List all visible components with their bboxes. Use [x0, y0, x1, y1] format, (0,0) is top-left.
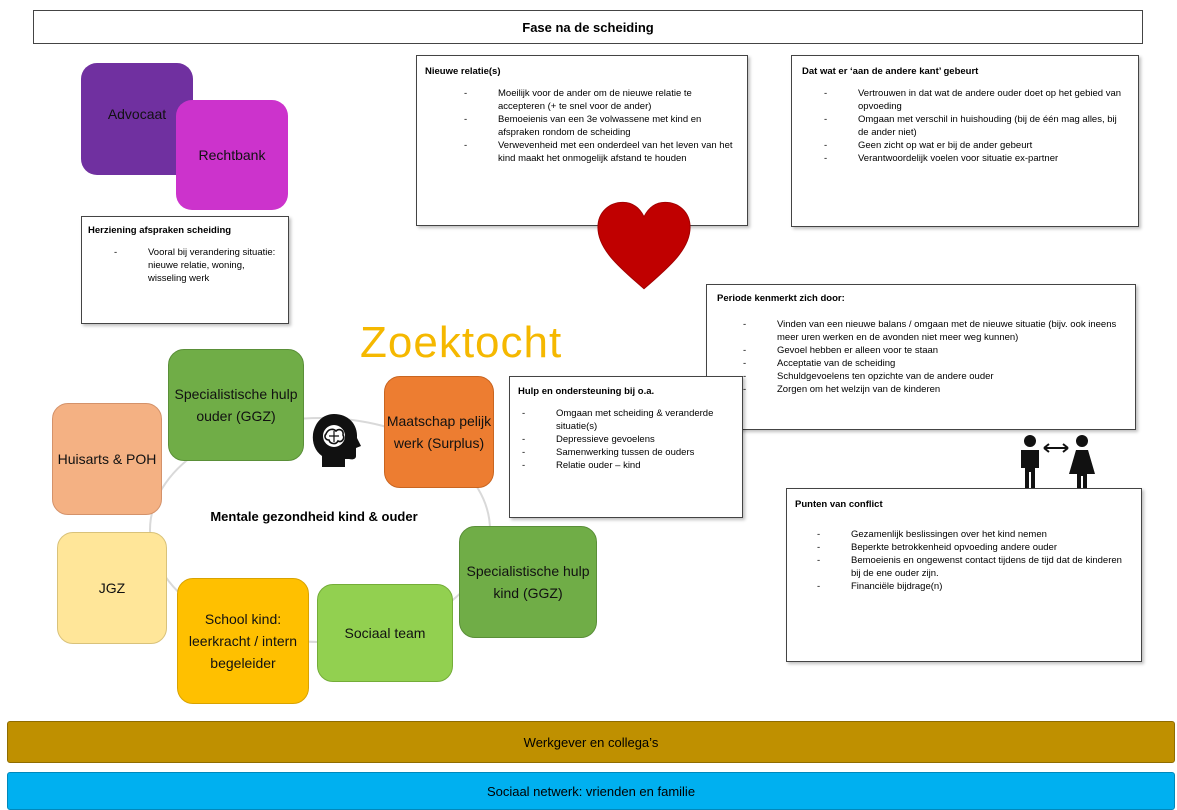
tile-sociaal-team: Sociaal team [317, 584, 453, 682]
heart-icon [597, 201, 691, 290]
nieuwe-relatie-item: Bemoeienis van een 3e volwassene met kin… [464, 113, 739, 139]
hulp-title: Hulp en ondersteuning bij o.a. [518, 386, 655, 397]
zoektocht-title: Zoektocht [360, 318, 563, 367]
werkgever-label: Werkgever en collega’s [523, 734, 659, 750]
tile-huisarts-label: Huisarts & POH [57, 451, 157, 467]
header-box: Fase na de scheiding [33, 10, 1143, 44]
conflict-item: Bemoeienis en ongewenst contact tijdens … [817, 554, 1133, 580]
tile-school: School kind: leerkracht / intern begelei… [177, 578, 309, 704]
tile-advocaat: Advocaat [81, 63, 193, 175]
werkgever-bar: Werkgever en collega’s [7, 721, 1175, 763]
andere-kant-item: Omgaan met verschil in huishouding (bij … [824, 113, 1128, 139]
andere-kant-box: Dat wat er ‘aan de andere kant’ gebeurt … [791, 55, 1139, 227]
tile-maatschappelijk: Maatschap pelijk werk (Surplus) [384, 376, 494, 488]
tile-rechtbank-label: Rechtbank [198, 147, 266, 163]
conflict-item: Beperkte betrokkenheid opvoeding andere … [817, 541, 1133, 554]
periode-item: Gevoel hebben er alleen voor te staan [743, 344, 1125, 357]
nieuwe-relatie-item: Verwevenheid met een onderdeel van het l… [464, 139, 739, 165]
andere-kant-title: Dat wat er ‘aan de andere kant’ gebeurt [802, 66, 979, 77]
conflict-box: Punten van conflict Gezamenlijk beslissi… [786, 488, 1142, 662]
brain-head-icon [312, 414, 361, 467]
nieuwe-relatie-title: Nieuwe relatie(s) [425, 66, 501, 77]
periode-title: Periode kenmerkt zich door: [717, 293, 845, 304]
periode-item: Schuldgevoelens ten opzichte van de ande… [743, 370, 1125, 383]
sociaal-netwerk-bar: Sociaal netwerk: vrienden en familie [7, 772, 1175, 810]
herziening-box: Herziening afspraken scheiding Vooral bi… [81, 216, 289, 324]
andere-kant-item: Vertrouwen in dat wat de andere ouder do… [824, 87, 1128, 113]
tile-advocaat-label: Advocaat [107, 106, 167, 122]
conflict-item: Financiële bijdrage(n) [817, 580, 1133, 593]
hulp-item: Relatie ouder – kind [522, 459, 734, 472]
sociaal-netwerk-label: Sociaal netwerk: vrienden en familie [486, 783, 696, 799]
conflict-title: Punten van conflict [795, 499, 883, 510]
periode-item: Vinden van een nieuwe balans / omgaan me… [743, 318, 1125, 344]
center-label: Mentale gezondheid kind & ouder [210, 509, 418, 524]
periode-item: Zorgen om het welzijn van de kinderen [743, 383, 1125, 396]
hulp-box: Hulp en ondersteuning bij o.a. Omgaan me… [509, 376, 743, 518]
nieuwe-relatie-box: Nieuwe relatie(s) Moeilijk voor de ander… [416, 55, 748, 226]
andere-kant-item: Verantwoordelijk voelen voor situatie ex… [824, 152, 1128, 165]
herziening-item: Vooral bij verandering situatie: nieuwe … [114, 246, 282, 285]
tile-specialist-kind-label: Specialistische hulp kind (GGZ) [466, 563, 590, 601]
tile-rechtbank: Rechtbank [176, 100, 288, 210]
herziening-title: Herziening afspraken scheiding [88, 225, 232, 236]
tile-jgz-label: JGZ [98, 580, 126, 596]
hulp-item: Depressieve gevoelens [522, 433, 734, 446]
tile-sociaal-team-label: Sociaal team [344, 625, 426, 641]
hulp-item: Omgaan met scheiding & veranderde situat… [522, 407, 734, 433]
tile-specialist-ouder-label: Specialistische hulp ouder (GGZ) [174, 386, 298, 424]
hulp-item: Samenwerking tussen de ouders [522, 446, 734, 459]
tile-jgz: JGZ [57, 532, 167, 644]
periode-item: Acceptatie van de scheiding [743, 357, 1125, 370]
header-title: Fase na de scheiding [522, 19, 654, 35]
tile-specialist-kind: Specialistische hulp kind (GGZ) [459, 526, 597, 638]
tile-huisarts: Huisarts & POH [52, 403, 162, 515]
tile-maatschappelijk-label: Maatschap pelijk werk (Surplus) [386, 413, 492, 451]
parents-icon [1021, 435, 1095, 492]
periode-box: Periode kenmerkt zich door: Vinden van e… [706, 284, 1136, 430]
conflict-item: Gezamenlijk beslissingen over het kind n… [817, 528, 1133, 541]
nieuwe-relatie-item: Moeilijk voor de ander om de nieuwe rela… [464, 87, 739, 113]
tile-specialist-ouder: Specialistische hulp ouder (GGZ) [168, 349, 304, 461]
tile-school-label: School kind: leerkracht / intern begelei… [188, 611, 298, 671]
andere-kant-item: Geen zicht op wat er bij de ander gebeur… [824, 139, 1128, 152]
